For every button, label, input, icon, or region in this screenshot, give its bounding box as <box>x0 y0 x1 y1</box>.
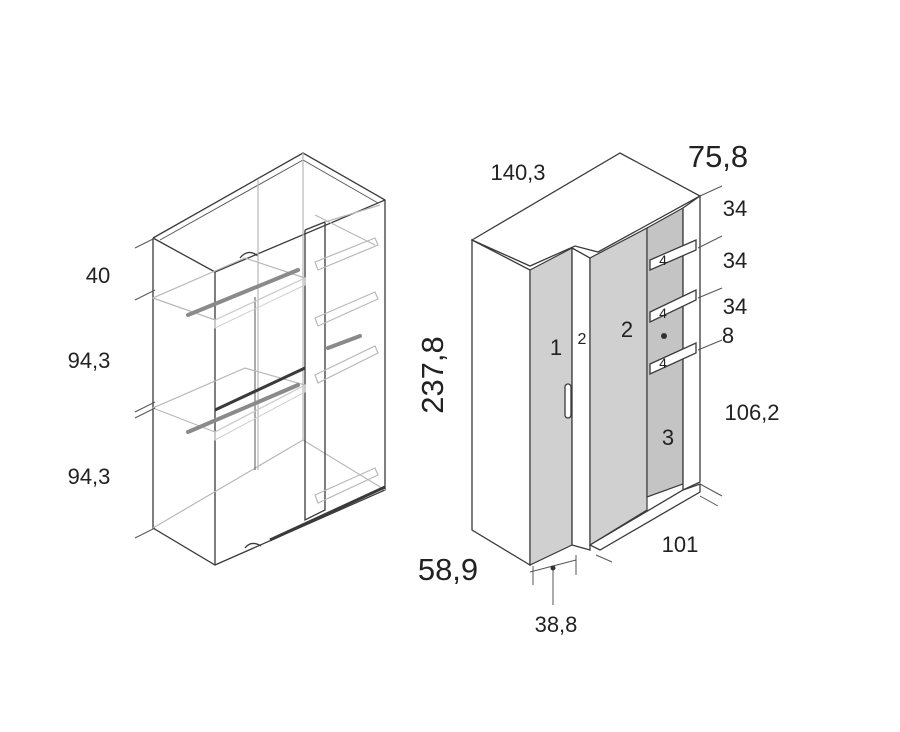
label-compartment-3: 3 <box>662 425 674 450</box>
shelf-4a <box>649 239 697 271</box>
dim-corner-depth: 58,9 <box>418 552 478 587</box>
dim-width-top: 140,3 <box>490 160 545 185</box>
label-shelf-4c: 4 <box>659 355 667 371</box>
dim-shelf-gap-3: 34 <box>723 294 747 319</box>
shelf-4b <box>649 288 697 324</box>
label-door-2: 2 <box>621 317 633 342</box>
dim-top-section: 40 <box>86 263 110 288</box>
door-2-panel <box>589 227 648 547</box>
dim-middle-section: 94,3 <box>68 348 111 373</box>
label-shelf-4a: 4 <box>659 252 667 268</box>
dim-shelf-gap-4: 8 <box>722 323 734 348</box>
dim-door-width: 38,8 <box>535 612 578 637</box>
dim-bottom-section: 94,3 <box>68 464 111 489</box>
dim-height: 237,8 <box>415 336 450 414</box>
label-door-1: 1 <box>550 335 562 360</box>
label-shelf-4b: 4 <box>659 305 667 321</box>
left-wireframe-wardrobe <box>134 152 386 566</box>
dim-lower-height: 106,2 <box>724 400 779 425</box>
shelf-4c <box>649 341 697 376</box>
dim-inner-width: 101 <box>662 532 699 557</box>
dim-shelf-gap-1: 34 <box>723 196 747 221</box>
knob-icon <box>661 333 667 339</box>
dim-shelf-gap-2: 34 <box>723 248 747 273</box>
dim-depth: 75,8 <box>688 139 748 174</box>
door-handle <box>564 383 572 419</box>
right-solid-wardrobe <box>470 152 723 605</box>
label-door-2-small: 2 <box>578 331 587 348</box>
